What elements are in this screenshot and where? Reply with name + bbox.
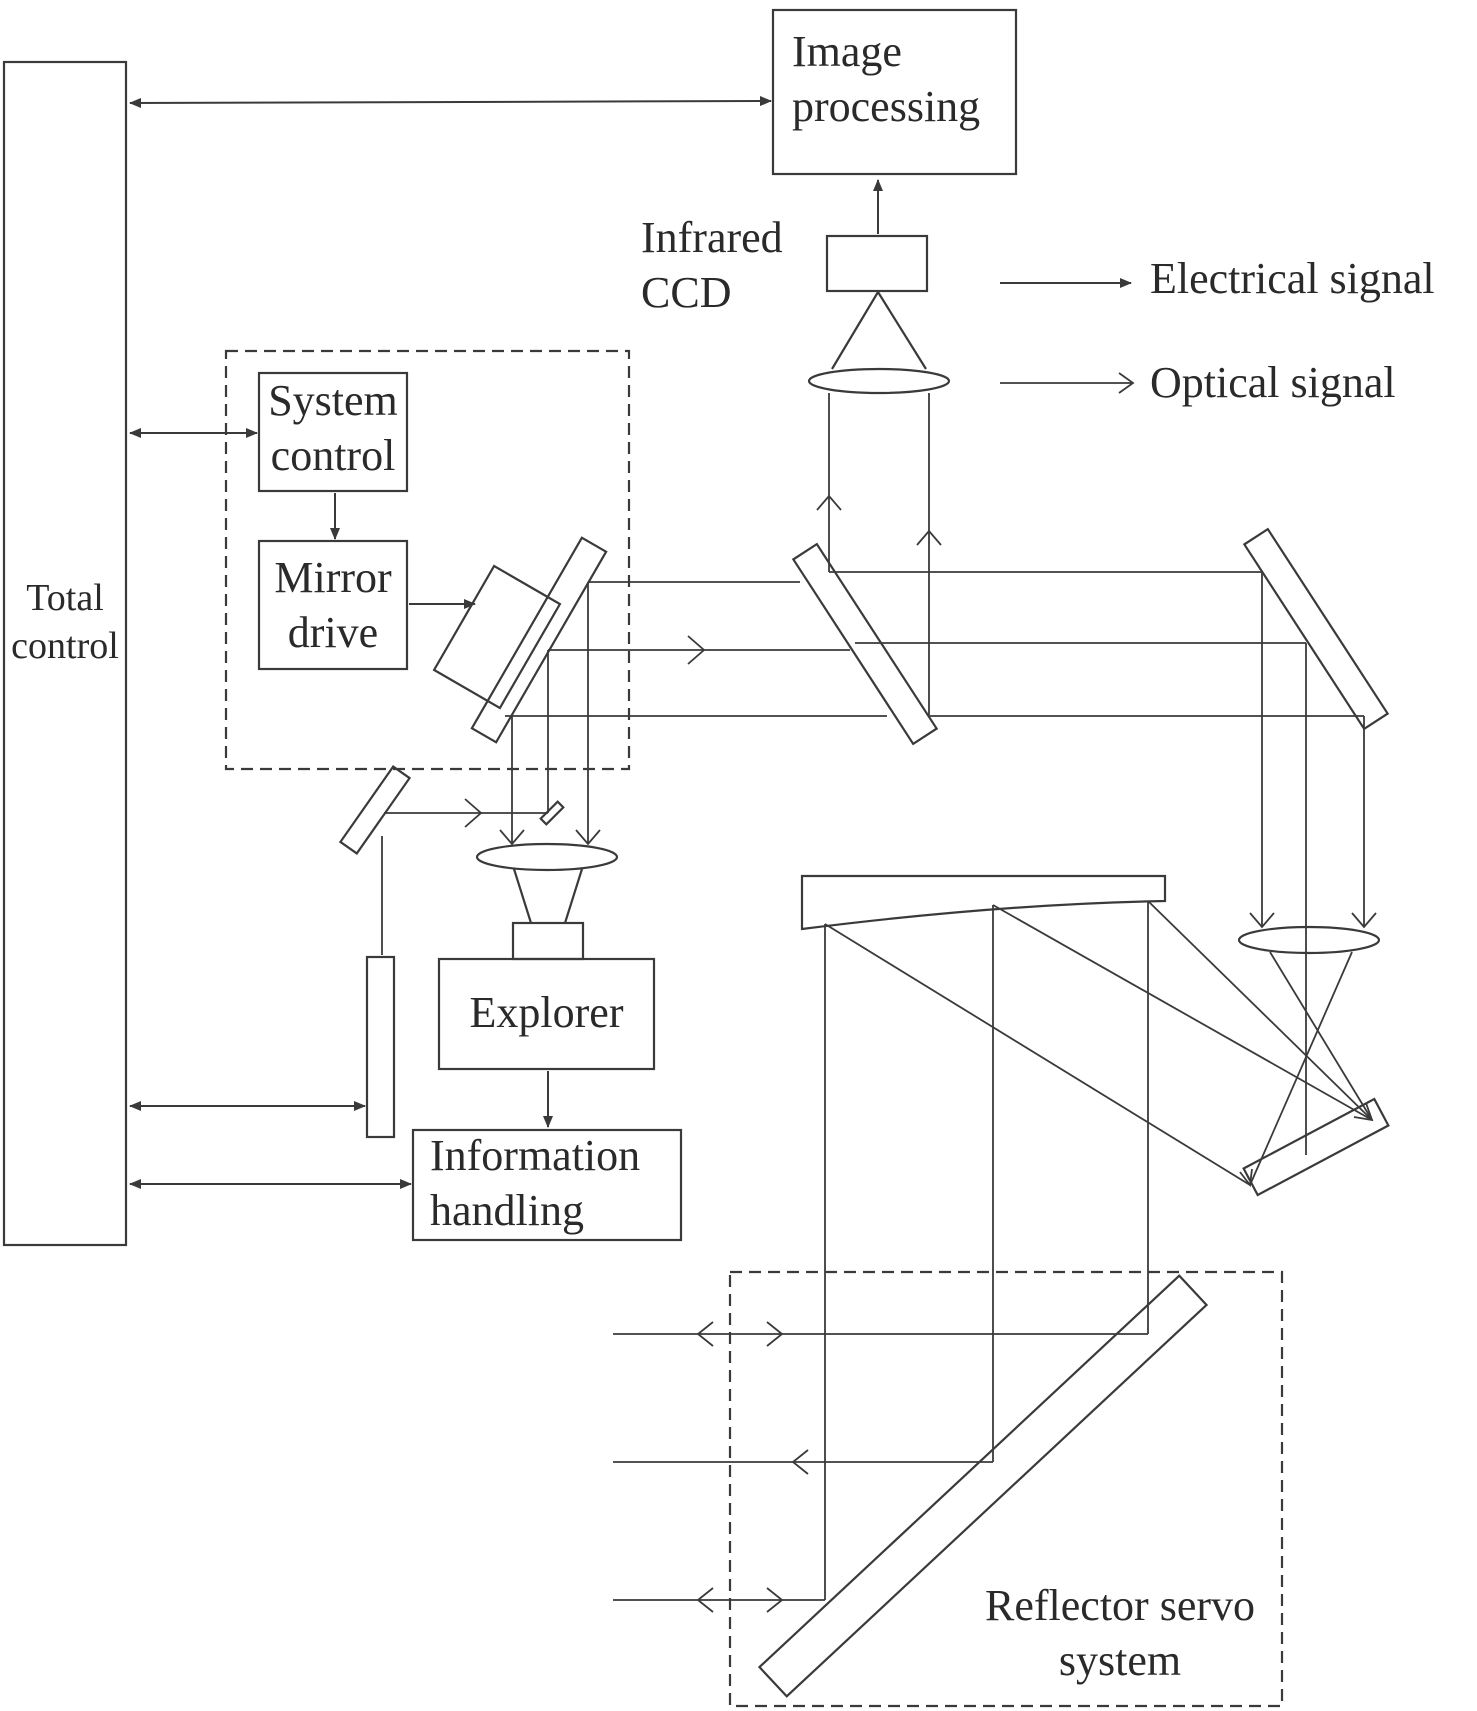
explorer-label: Explorer	[469, 988, 624, 1037]
right-fold-mirror	[1242, 527, 1390, 731]
mirror-drive-line-1: Mirror	[274, 553, 392, 602]
electrical-signal-lines	[129, 96, 1132, 1189]
total-control-line-2: control	[11, 624, 119, 667]
infrared-ccd-line-2: CCD	[641, 268, 732, 317]
information-handling-line-1: Information	[430, 1131, 641, 1180]
system-control-box	[257, 371, 409, 493]
mirror-drive-line-2: drive	[287, 608, 379, 657]
image-processing-line-2: processing	[792, 82, 981, 131]
information-handling-box	[411, 1128, 683, 1242]
optical-signal-legend-arrow	[1000, 372, 1135, 394]
image-processing-line-1: Image	[792, 27, 902, 76]
optical-signal-legend-label: Optical signal	[1150, 358, 1396, 407]
explorer-sensor	[511, 921, 585, 961]
system-control-label: System control	[259, 373, 407, 483]
beam-splitter	[791, 542, 939, 746]
total-control-label: Total control	[4, 575, 126, 670]
primary-curved-mirror	[800, 874, 1167, 931]
electrical-signal-legend-label: Electrical signal	[1150, 254, 1435, 303]
reflector-servo-system-label: Reflector servo system	[960, 1578, 1280, 1688]
total-control-line-1: Total	[26, 577, 104, 619]
explorer-lens	[475, 842, 619, 872]
ccd-lens	[807, 367, 951, 395]
reflector-servo-line-1: Reflector servo	[985, 1581, 1255, 1630]
servo-vertical-element	[365, 955, 396, 1139]
information-handling-line-2: handling	[430, 1186, 584, 1235]
total-control-box	[2, 60, 128, 1247]
mirror-drive-box	[257, 539, 409, 671]
right-lens	[1237, 925, 1381, 955]
image-processing-label: Image processing	[792, 24, 980, 134]
reflector-servo-mirror	[757, 1274, 1209, 1698]
optical-beam-paths	[381, 393, 1373, 1601]
ccd-lens-cone	[831, 289, 927, 370]
tiny-mirror	[539, 800, 565, 826]
image-processing-box	[771, 8, 1018, 176]
system-control-line-2: control	[270, 431, 396, 480]
scan-mirror	[470, 536, 608, 744]
reflector-servo-dashed-frame	[728, 1270, 1284, 1708]
system-control-line-1: System	[268, 376, 398, 425]
mirror-actuator	[432, 564, 562, 710]
mirror-drive-label: Mirror drive	[259, 550, 407, 660]
information-handling-label: Information handling	[430, 1128, 640, 1238]
reflector-servo-line-2: system	[1058, 1636, 1182, 1685]
small-pickoff-mirror	[338, 765, 412, 855]
infrared-ccd-sensor	[825, 234, 929, 293]
infrared-ccd-label: Infrared CCD	[641, 210, 783, 320]
infrared-ccd-line-1: Infrared	[641, 213, 783, 262]
optical-direction-chevrons	[464, 494, 1377, 1613]
secondary-mirror	[1242, 1097, 1390, 1197]
explorer-lens-cone	[512, 868, 584, 924]
control-dashed-frame	[224, 349, 631, 771]
